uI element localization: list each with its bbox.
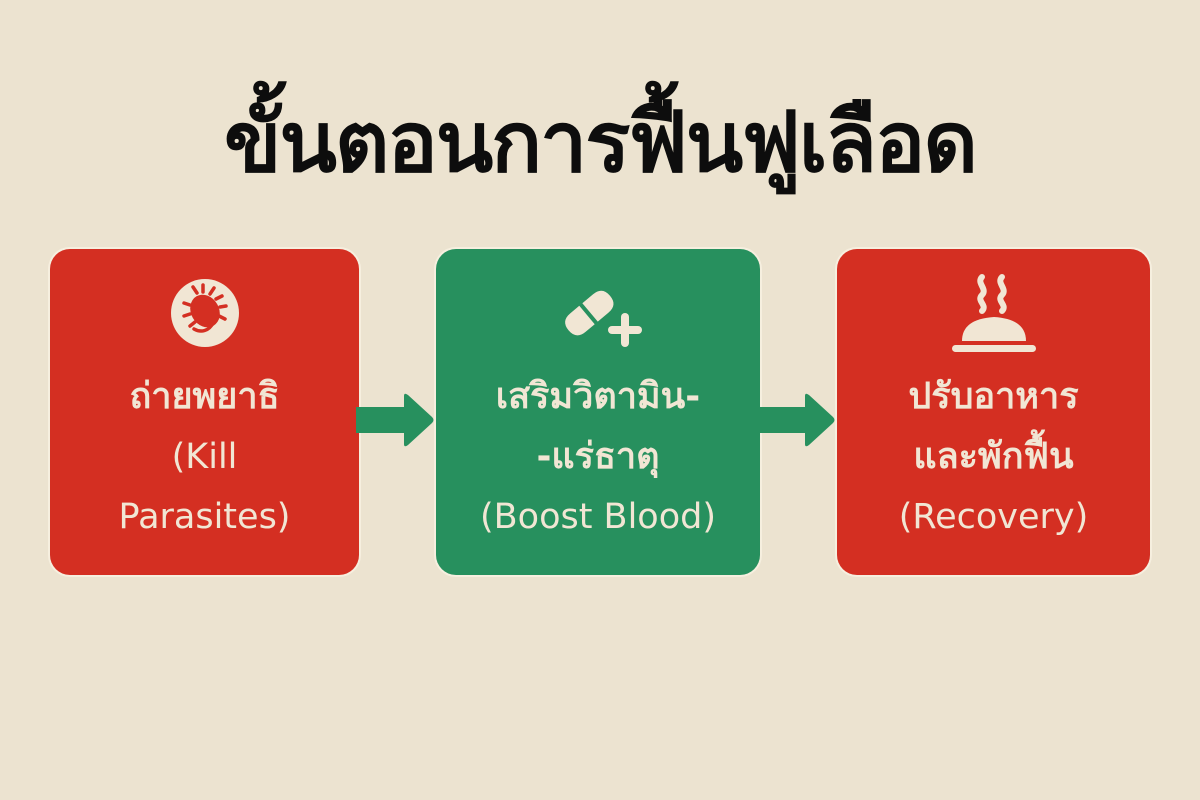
step-thai-label-2: และพักฟื้น <box>913 436 1074 477</box>
step-thai-label: ปรับอาหาร <box>908 376 1079 417</box>
arrow-right-icon <box>757 393 835 447</box>
parasite-icon <box>50 271 359 355</box>
step-label: ปรับอาหาร และพักฟื้น (Recovery) <box>837 367 1150 547</box>
pill-plus-icon <box>436 271 760 355</box>
arrow-right-icon <box>356 393 434 447</box>
step-boost-blood: เสริมวิตามิน- -แร่ธาตุ (Boost Blood) <box>436 249 760 575</box>
food-cloche-icon <box>837 271 1150 355</box>
step-english-label-2: Parasites) <box>118 497 291 537</box>
step-label: เสริมวิตามิน- -แร่ธาตุ (Boost Blood) <box>436 367 760 547</box>
step-english-label: (Recovery) <box>898 497 1089 537</box>
step-english-label: (Kill <box>171 437 238 477</box>
step-english-label: (Boost Blood) <box>479 497 716 537</box>
step-thai-label-2: -แร่ธาตุ <box>536 436 660 477</box>
page-title: ขั้นตอนการฟื้นฟูเลือด <box>224 93 978 191</box>
step-thai-label: เสริมวิตามิน- <box>495 376 701 417</box>
step-label: ถ่ายพยาธิ (Kill Parasites) <box>50 367 359 547</box>
step-kill-parasites: ถ่ายพยาธิ (Kill Parasites) <box>50 249 359 575</box>
step-thai-label: ถ่ายพยาธิ <box>129 376 280 417</box>
step-recovery: ปรับอาหาร และพักฟื้น (Recovery) <box>837 249 1150 575</box>
